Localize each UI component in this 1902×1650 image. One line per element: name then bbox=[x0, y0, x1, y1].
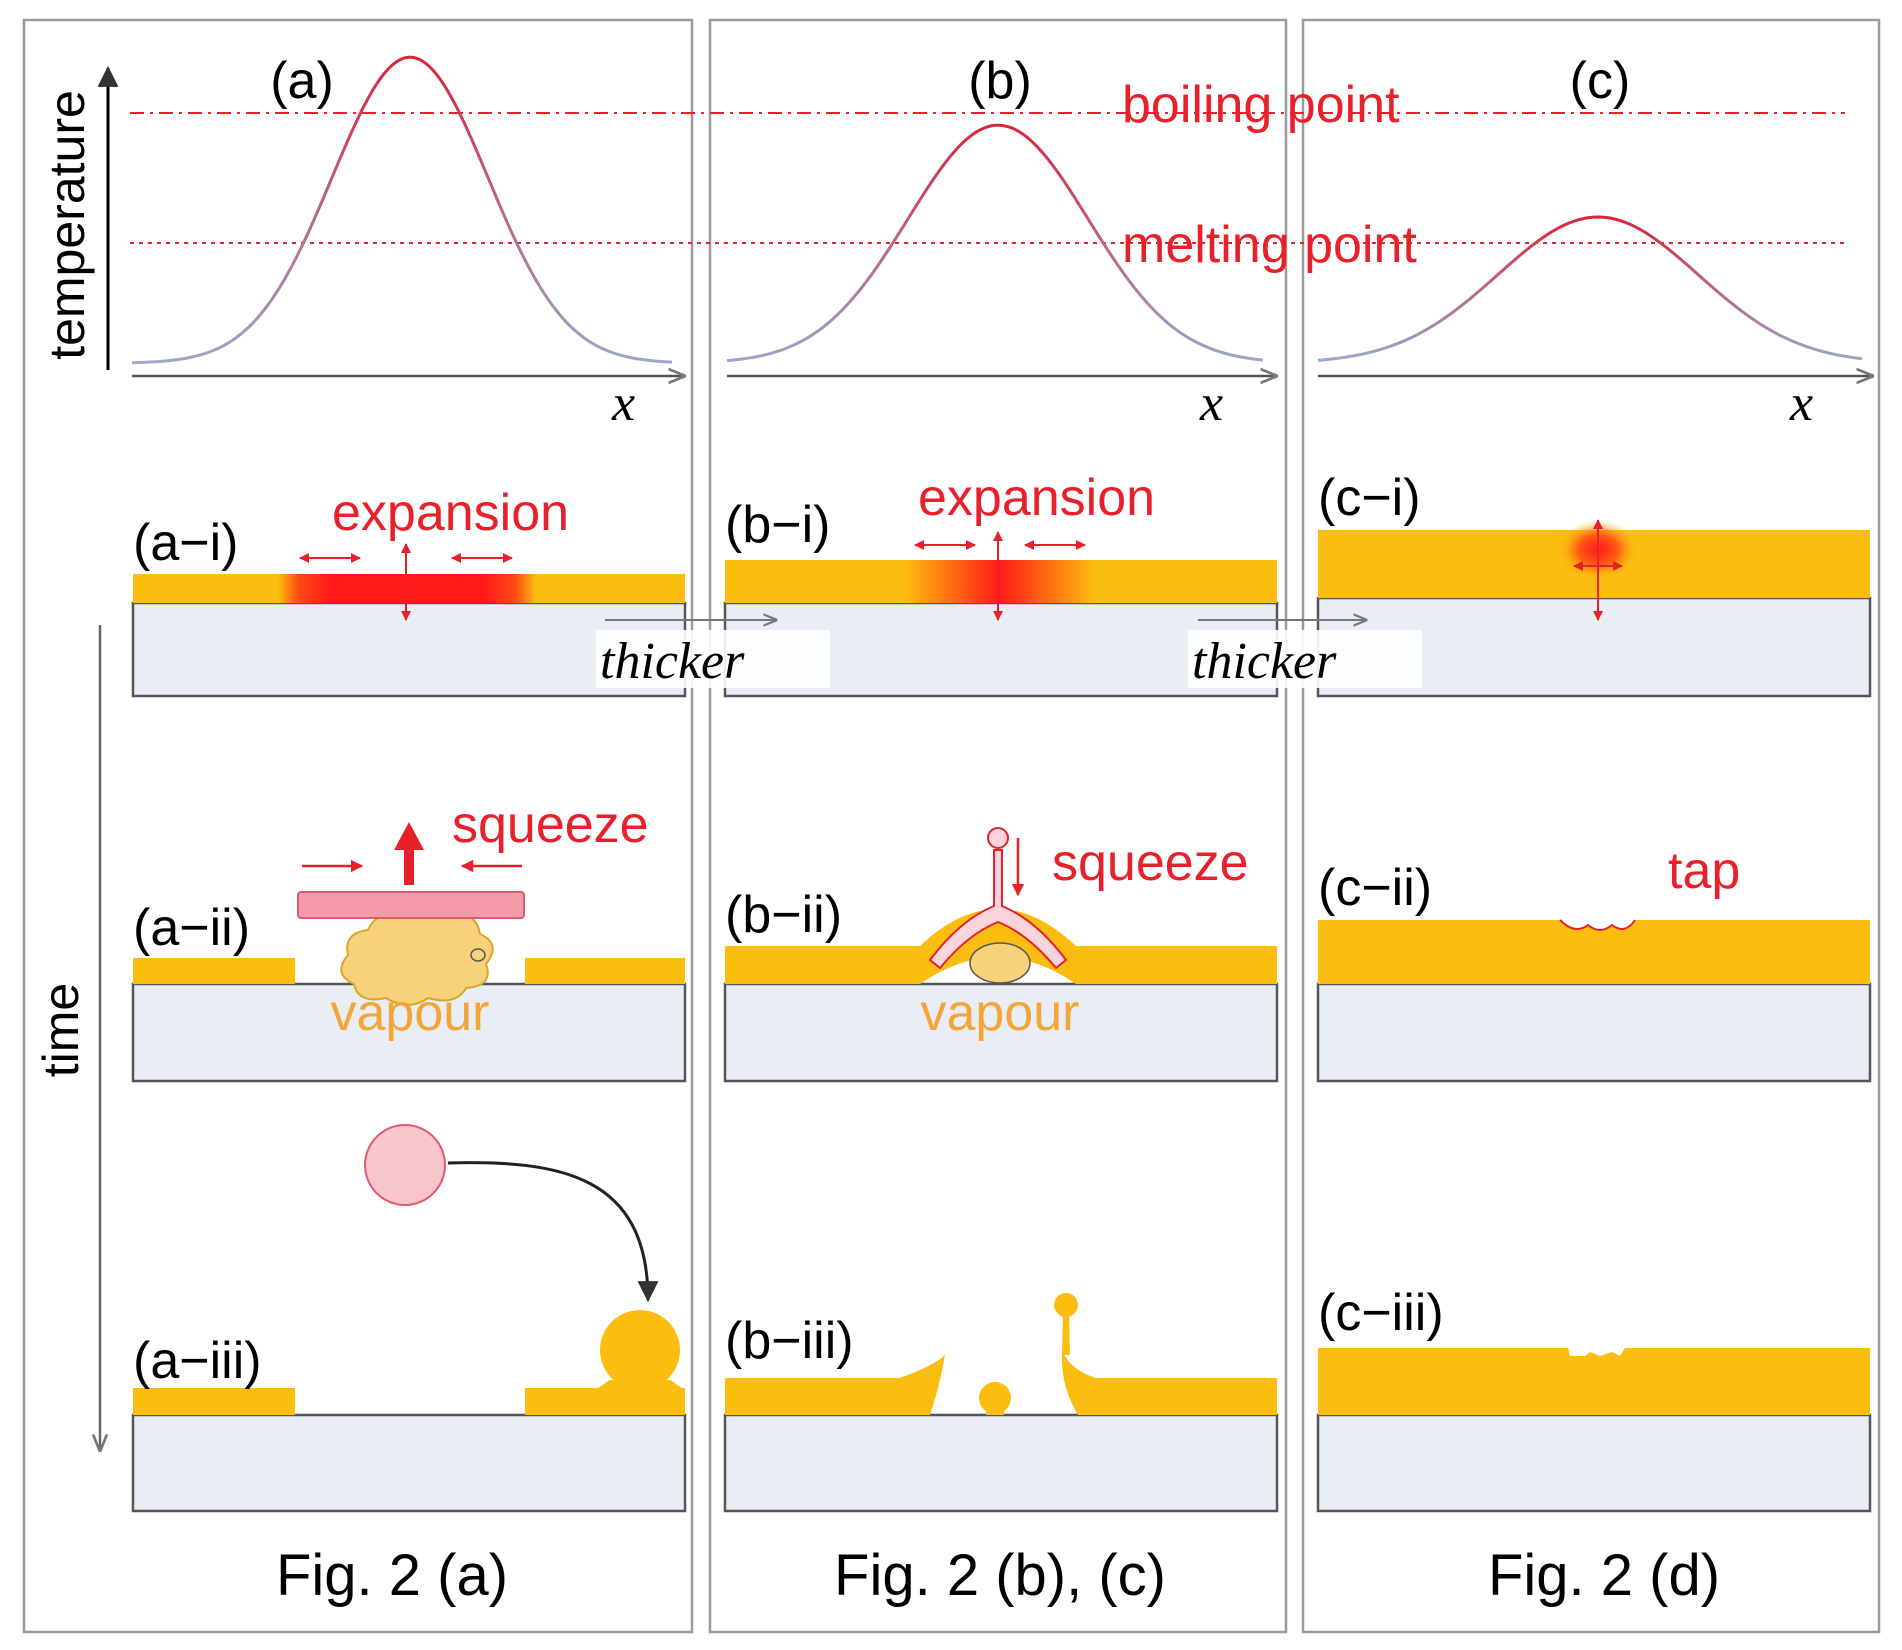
film-c-iii bbox=[1318, 1348, 1870, 1415]
caption-c: Fig. 2 (d) bbox=[1488, 1543, 1720, 1608]
stage-label-c-iii: (c−iii) bbox=[1318, 1284, 1444, 1342]
stage-label-b-i: (b−i) bbox=[725, 496, 830, 554]
boiling-point-label: boiling point bbox=[1122, 76, 1400, 134]
thicker-label-bg-2 bbox=[1188, 630, 1422, 688]
squeeze-label-a: squeeze bbox=[452, 796, 649, 854]
substrate-c-ii bbox=[1316, 982, 1872, 1083]
vapour-particle-a bbox=[470, 948, 486, 962]
tap-dimple-c bbox=[1559, 919, 1636, 931]
expansion-arrows-b bbox=[914, 531, 1086, 621]
film-left-b-iii bbox=[725, 1355, 945, 1415]
droplet-stem-b bbox=[986, 1405, 1004, 1415]
droplet-neck-a bbox=[595, 1380, 685, 1390]
stage-label-a-iii: (a−iii) bbox=[133, 1332, 262, 1390]
tap-label-c: tap bbox=[1668, 842, 1740, 900]
panel-frame-a bbox=[22, 18, 694, 1634]
trajectory-arrow-a bbox=[447, 1161, 659, 1303]
film-left-a-iii bbox=[133, 1388, 295, 1415]
vapour-cloud-b bbox=[969, 942, 1031, 984]
x-axis-label-a: x bbox=[611, 375, 635, 432]
panel-frame-b bbox=[708, 18, 1288, 1634]
temperature-curve-b bbox=[726, 123, 1264, 363]
panel-frame-c bbox=[1301, 18, 1881, 1634]
temperature-axis-label: temperature bbox=[39, 90, 95, 360]
expansion-arrows-a bbox=[299, 543, 513, 621]
hot-zone-b-i bbox=[905, 560, 1095, 603]
squeeze-label-b: squeeze bbox=[1052, 834, 1249, 892]
substrate-b-ii bbox=[723, 982, 1279, 1083]
thicker-label-bg-1 bbox=[596, 630, 830, 688]
curve-label-b: (b) bbox=[968, 52, 1032, 110]
stage-label-b-iii: (b−iii) bbox=[725, 1312, 854, 1370]
film-right-b-iii bbox=[1061, 1350, 1277, 1415]
expansion-arrows-c bbox=[1573, 519, 1623, 621]
stage-label-a-ii: (a−ii) bbox=[133, 899, 250, 957]
jet-tip-b bbox=[987, 827, 1009, 849]
temperature-curve-c bbox=[1317, 215, 1863, 362]
caption-a: Fig. 2 (a) bbox=[276, 1543, 508, 1608]
vapour-label-b: vapour bbox=[921, 984, 1080, 1042]
thicker-label-1: thicker bbox=[600, 633, 745, 690]
ejected-droplet-a bbox=[364, 1124, 446, 1206]
film-left-a-ii bbox=[133, 958, 295, 984]
film-right-a-ii bbox=[525, 958, 685, 984]
vapour-label-a: vapour bbox=[331, 984, 490, 1042]
time-axis-label: time bbox=[33, 983, 89, 1077]
x-axis-label-b: x bbox=[1199, 375, 1223, 432]
expansion-label-b: expansion bbox=[918, 469, 1155, 527]
substrate-c-iii bbox=[1316, 1413, 1872, 1513]
stage-label-c-ii: (c−ii) bbox=[1318, 859, 1432, 917]
stage-label-a-i: (a−i) bbox=[133, 514, 238, 572]
eject-arrow-a bbox=[394, 822, 424, 885]
landed-droplet-a bbox=[600, 1310, 680, 1390]
film-right-a-iii bbox=[525, 1388, 685, 1415]
temperature-curve-a bbox=[131, 55, 673, 365]
thicker-label-2: thicker bbox=[1192, 633, 1337, 690]
jet-droplet-b bbox=[1054, 1293, 1078, 1317]
x-axis-label-c: x bbox=[1789, 375, 1813, 432]
melting-point-label: melting point bbox=[1122, 216, 1417, 274]
caption-b: Fig. 2 (b), (c) bbox=[834, 1543, 1166, 1608]
stage-label-c-i: (c−i) bbox=[1318, 469, 1421, 527]
expansion-label-a: expansion bbox=[332, 484, 569, 542]
curve-label-c: (c) bbox=[1570, 52, 1631, 110]
ejected-layer-a bbox=[297, 891, 525, 919]
ejected-jet-b bbox=[928, 849, 1068, 970]
curve-label-a: (a) bbox=[270, 52, 334, 110]
film-c-ii bbox=[1318, 920, 1870, 984]
substrate-a-iii bbox=[131, 1413, 687, 1513]
stage-label-b-ii: (b−ii) bbox=[725, 886, 842, 944]
substrate-b-iii bbox=[723, 1413, 1279, 1513]
jet-stem-b bbox=[1062, 1312, 1070, 1355]
